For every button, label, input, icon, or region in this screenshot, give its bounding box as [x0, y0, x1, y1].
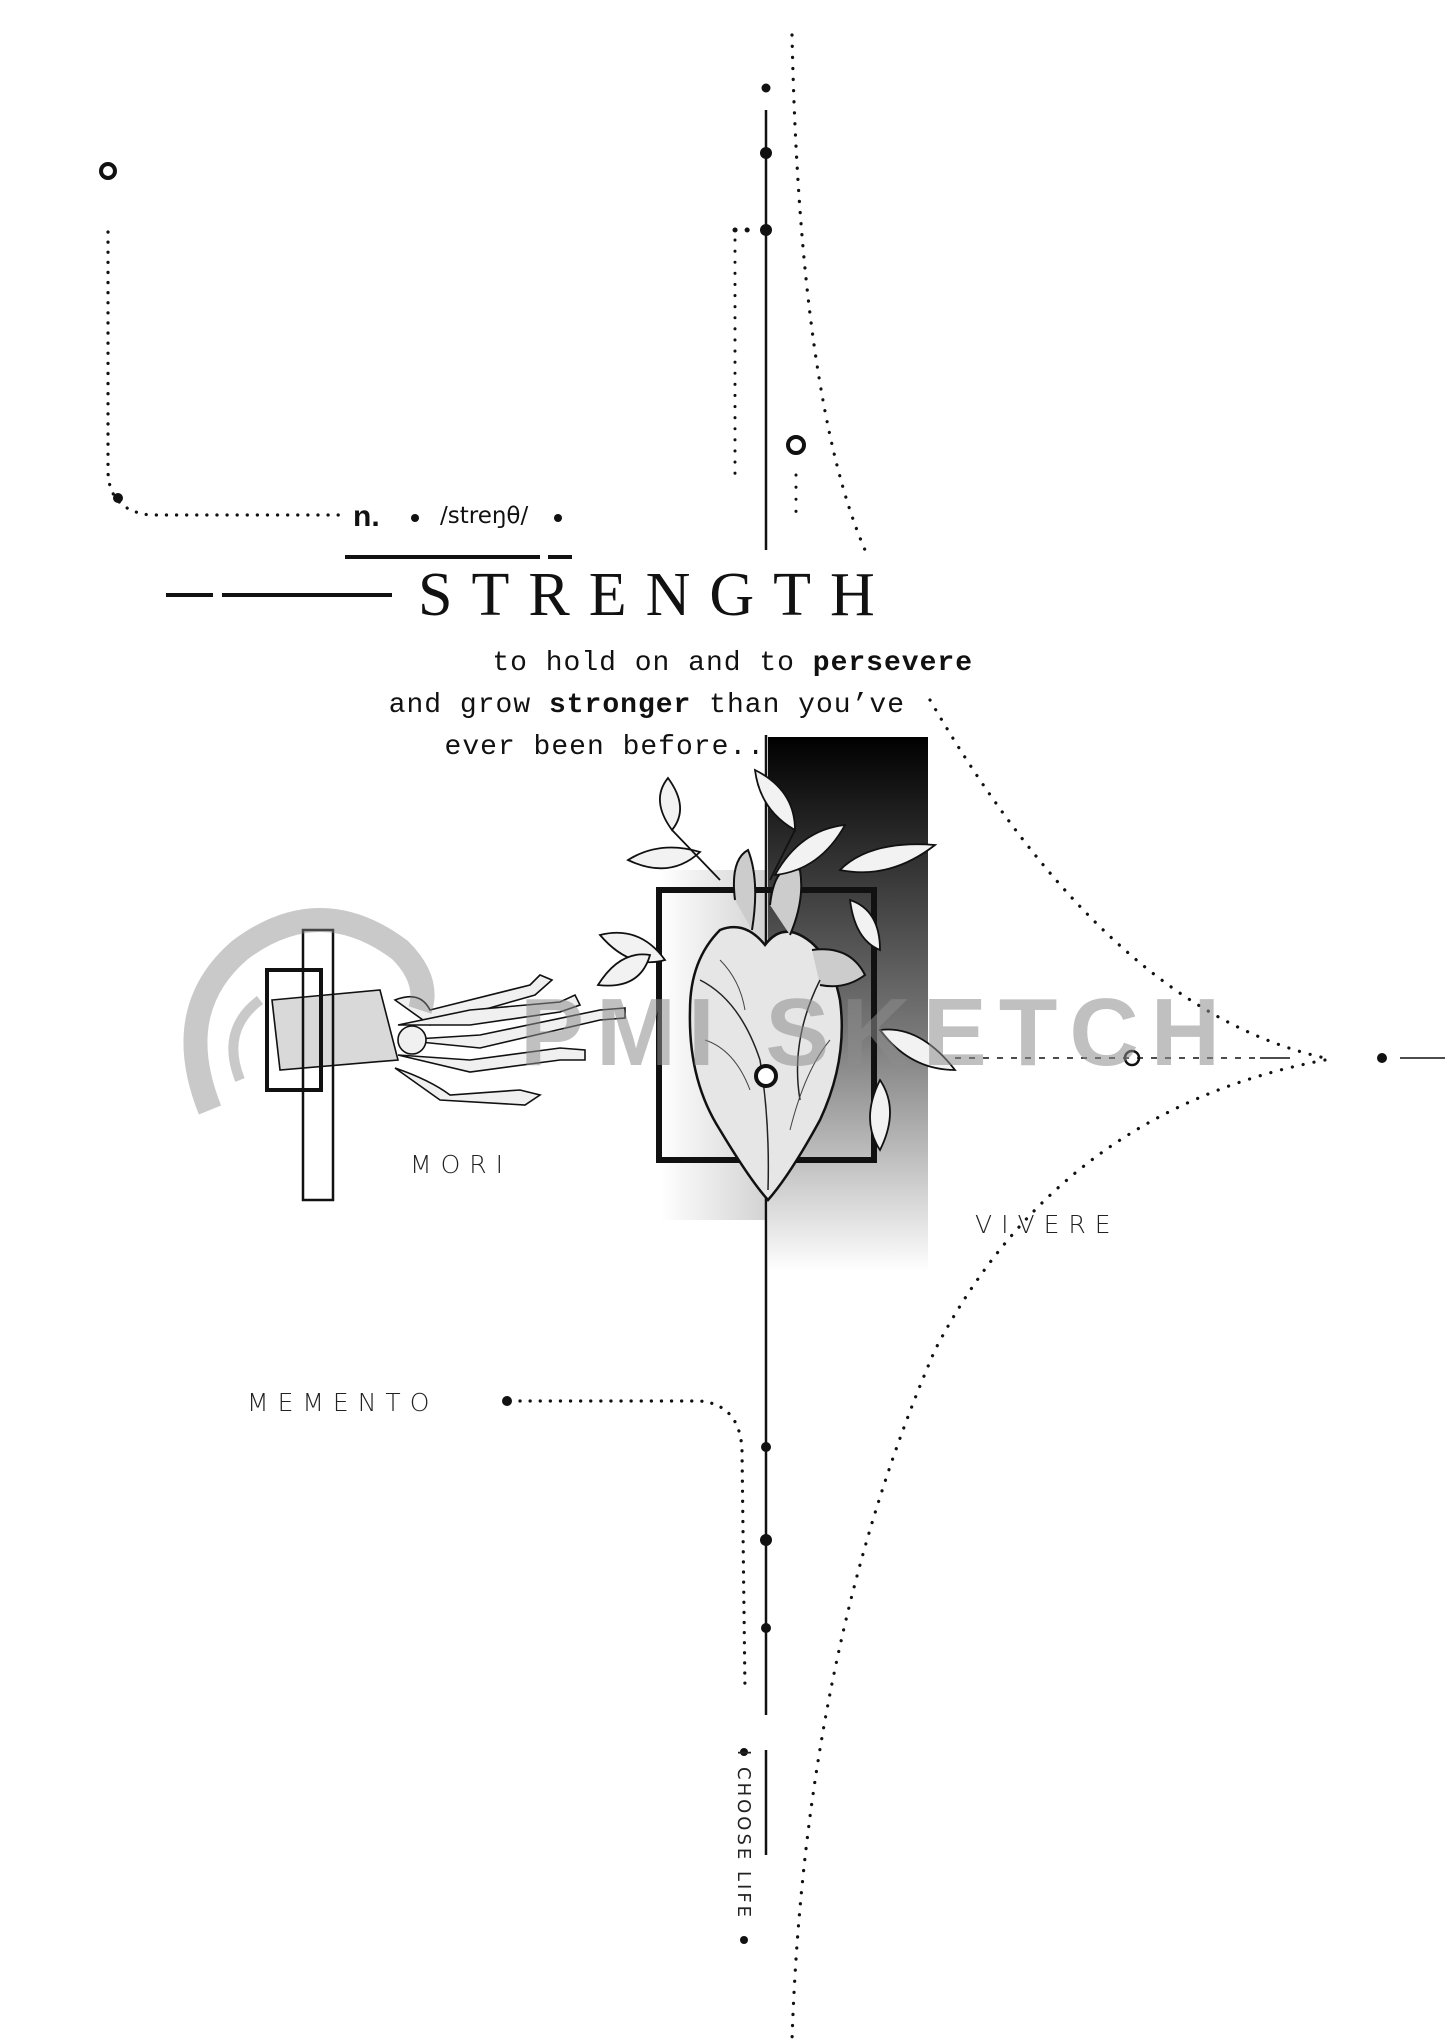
watermark-emblem — [183, 908, 435, 1115]
headword: STRENGTH — [418, 561, 894, 629]
label-memento: MEMENTO — [247, 1388, 439, 1417]
memento-path — [518, 1399, 747, 1692]
ring-marker — [99, 162, 117, 180]
dotted-curve-lower — [790, 1058, 1327, 2042]
leaves-illustration — [596, 768, 957, 1152]
label-vivere: VIVERE — [975, 1210, 1120, 1239]
dotted-hook-path — [106, 230, 342, 517]
definition-line-1: to hold on and to persevere — [492, 648, 973, 679]
watermark-text: PMI SKETCH — [520, 979, 1233, 1086]
emphasis-persevere: persevere — [812, 648, 973, 679]
label-choose-life: I CHOOSE LIFE — [733, 1750, 754, 1921]
dot-marker — [113, 493, 123, 503]
emphasis-stronger: stronger — [548, 690, 692, 721]
pronunciation: /streŋθ/ — [440, 503, 529, 529]
dotted-curve-upper — [928, 698, 1327, 1060]
anatomical-heart-illustration — [688, 848, 867, 1202]
definition-line-3: ever been before.. — [444, 732, 765, 763]
dotted-curve-top — [790, 33, 867, 552]
definition-line-2: and grow stronger than you’ve — [388, 690, 905, 721]
label-mori: MORI — [410, 1150, 512, 1179]
ring-marker-2 — [786, 435, 806, 455]
part-of-speech: n. — [353, 500, 380, 533]
